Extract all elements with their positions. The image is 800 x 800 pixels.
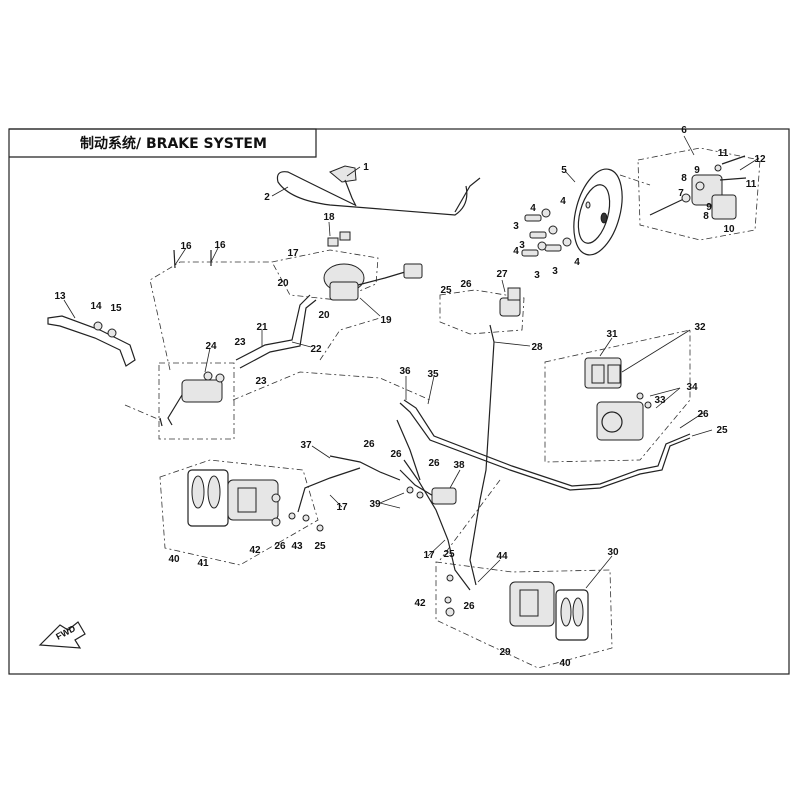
master-cylinder-reservoir bbox=[323, 231, 423, 301]
callout-26: 26 bbox=[697, 409, 709, 420]
callout-27: 27 bbox=[496, 269, 508, 280]
callout-26: 26 bbox=[463, 601, 475, 612]
callout-16: 16 bbox=[214, 240, 226, 251]
callout-26: 26 bbox=[274, 541, 286, 552]
callout-2: 2 bbox=[264, 192, 270, 203]
drawing-frame bbox=[8, 128, 790, 675]
callout-38: 38 bbox=[453, 460, 465, 471]
callout-6: 6 bbox=[681, 125, 687, 136]
callout-29: 29 bbox=[499, 647, 511, 658]
callout-25: 25 bbox=[716, 425, 728, 436]
callout-33: 33 bbox=[654, 395, 666, 406]
callout-40: 40 bbox=[559, 658, 571, 669]
parking-handle bbox=[329, 165, 357, 207]
parking-caliper bbox=[649, 155, 747, 220]
callout-18: 18 bbox=[323, 212, 335, 223]
callout-4: 4 bbox=[530, 203, 536, 214]
front-right-caliper bbox=[444, 574, 589, 641]
callout-28: 28 bbox=[531, 342, 543, 353]
callout-13: 13 bbox=[54, 291, 66, 302]
callout-8: 8 bbox=[681, 173, 687, 184]
callout-20: 20 bbox=[277, 278, 289, 289]
callout-42: 42 bbox=[414, 598, 426, 609]
callout-34: 34 bbox=[686, 382, 698, 393]
callout-labels: 1 2 3 3 3 3 4 4 4 4 5 6 7 8 8 9 9 10 11 … bbox=[54, 125, 766, 669]
master-cylinder bbox=[159, 249, 225, 427]
callout-32: 32 bbox=[694, 322, 706, 333]
front-left-caliper bbox=[187, 469, 324, 532]
brake-lines bbox=[235, 171, 691, 591]
callout-5: 5 bbox=[561, 165, 567, 176]
fwd-arrow: FWD bbox=[38, 621, 86, 649]
callout-4: 4 bbox=[560, 196, 566, 207]
brake-disc bbox=[573, 168, 623, 256]
proportioning-valve bbox=[499, 287, 521, 317]
title-box bbox=[9, 128, 317, 158]
callout-24: 24 bbox=[205, 341, 217, 352]
callout-41: 41 bbox=[197, 558, 209, 569]
callout-25: 25 bbox=[443, 549, 455, 560]
callout-25: 25 bbox=[440, 285, 452, 296]
callout-37: 37 bbox=[300, 440, 312, 451]
callout-20: 20 bbox=[318, 310, 330, 321]
callout-26: 26 bbox=[363, 439, 375, 450]
callout-3: 3 bbox=[552, 266, 558, 277]
callout-23: 23 bbox=[255, 376, 267, 387]
callout-21: 21 bbox=[256, 322, 268, 333]
callout-11: 11 bbox=[746, 179, 757, 190]
callout-36: 36 bbox=[399, 366, 411, 377]
callout-1: 1 bbox=[363, 162, 369, 173]
callout-11: 11 bbox=[718, 148, 729, 159]
leader-lines bbox=[63, 135, 760, 589]
callout-26: 26 bbox=[390, 449, 402, 460]
callout-44: 44 bbox=[496, 551, 508, 562]
callout-3: 3 bbox=[534, 270, 540, 281]
disc-bolts-and-washers bbox=[521, 208, 572, 257]
callout-10: 10 bbox=[723, 224, 735, 235]
callout-3: 3 bbox=[513, 221, 519, 232]
brake-pedal bbox=[47, 315, 136, 367]
callout-17: 17 bbox=[336, 502, 348, 513]
callout-4: 4 bbox=[513, 246, 519, 257]
callout-9: 9 bbox=[706, 202, 712, 213]
callout-35: 35 bbox=[427, 369, 439, 380]
callout-23: 23 bbox=[234, 337, 246, 348]
callout-4: 4 bbox=[574, 257, 580, 268]
callout-40: 40 bbox=[168, 554, 180, 565]
callout-22: 22 bbox=[310, 344, 322, 355]
rear-caliper bbox=[584, 357, 652, 441]
callout-15: 15 bbox=[110, 303, 122, 314]
callout-12: 12 bbox=[754, 154, 766, 165]
callout-17: 17 bbox=[423, 550, 435, 561]
callout-25: 25 bbox=[314, 541, 326, 552]
callout-26: 26 bbox=[428, 458, 440, 469]
callout-17: 17 bbox=[287, 248, 299, 259]
callout-8: 8 bbox=[703, 211, 709, 222]
diagram-title: 制动系统/ BRAKE SYSTEM bbox=[80, 135, 267, 152]
callout-7: 7 bbox=[678, 188, 684, 199]
callout-14: 14 bbox=[90, 301, 102, 312]
callout-9: 9 bbox=[694, 165, 700, 176]
callout-39: 39 bbox=[369, 499, 381, 510]
callout-16: 16 bbox=[180, 241, 192, 252]
callout-30: 30 bbox=[607, 547, 619, 558]
callout-42: 42 bbox=[249, 545, 261, 556]
callout-26: 26 bbox=[460, 279, 472, 290]
assembly-outlines bbox=[124, 147, 761, 669]
callout-43: 43 bbox=[291, 541, 303, 552]
front-tee-fitting bbox=[406, 486, 457, 505]
callout-31: 31 bbox=[606, 329, 618, 340]
callout-3: 3 bbox=[519, 240, 525, 251]
callout-19: 19 bbox=[380, 315, 392, 326]
